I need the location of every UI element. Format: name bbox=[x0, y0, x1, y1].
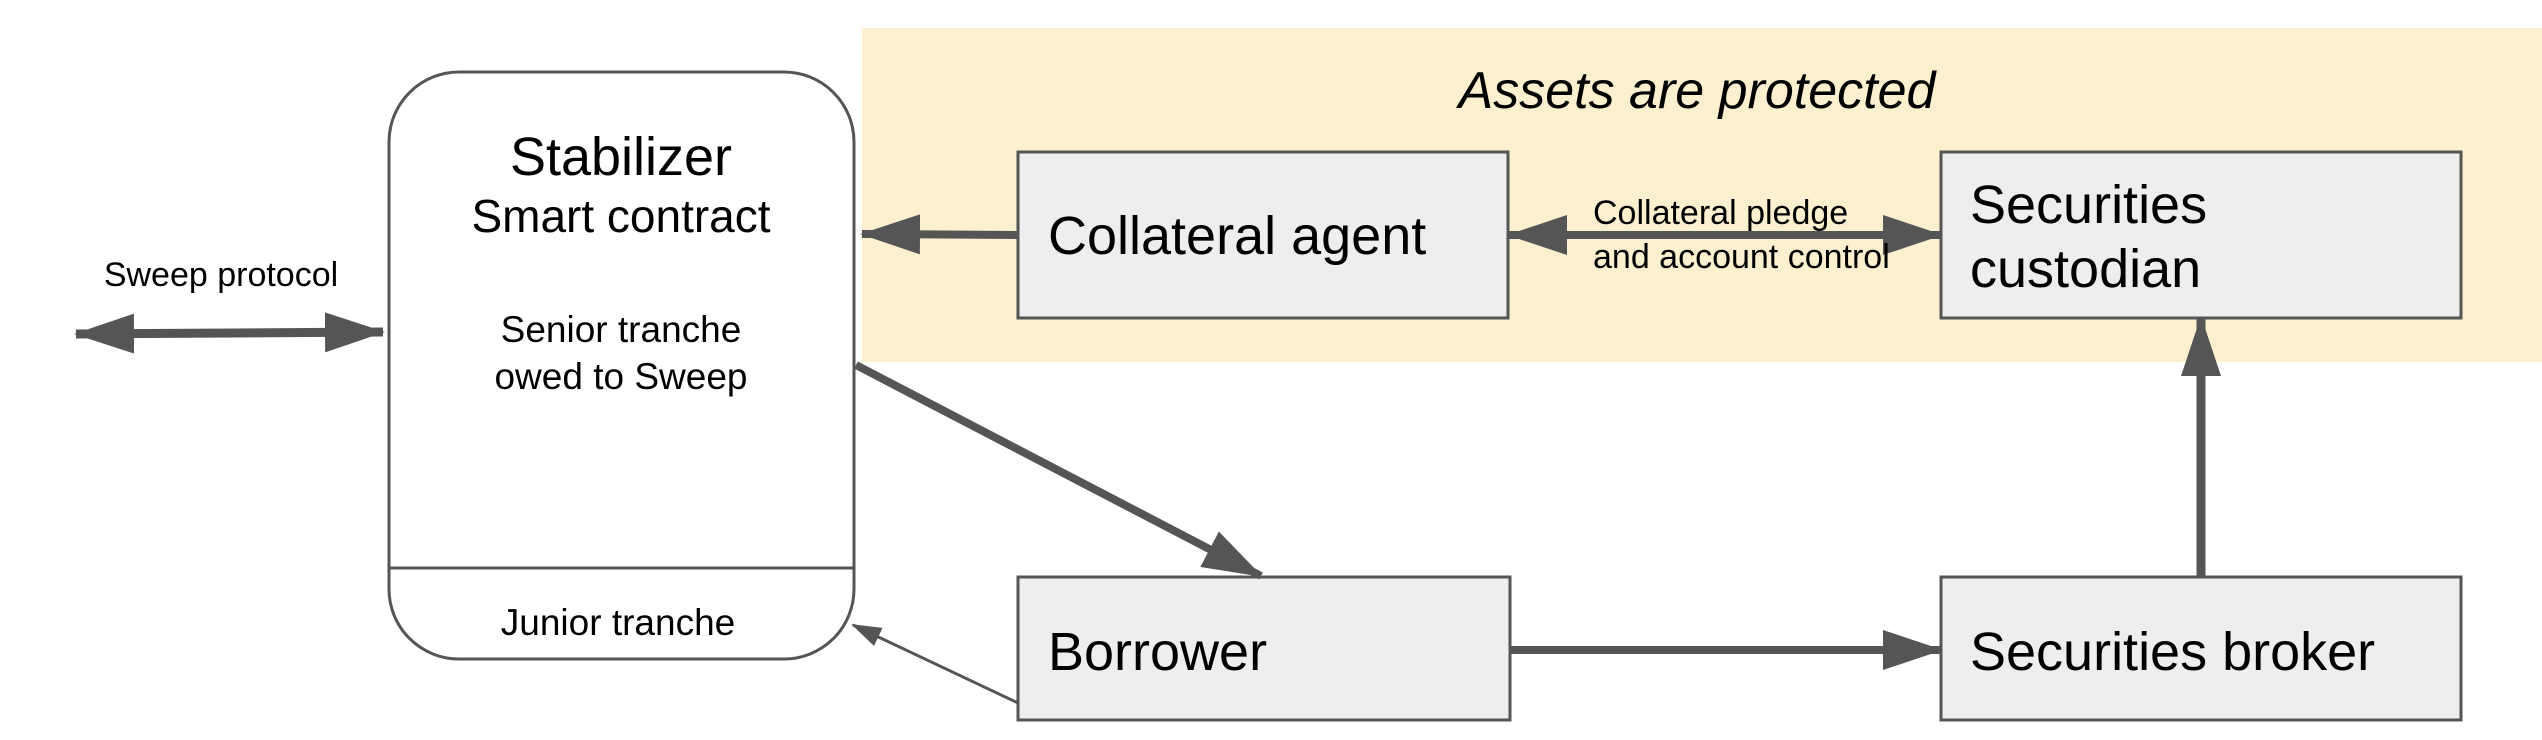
sweep-protocol-arrow bbox=[74, 312, 385, 354]
junior-tranche-label: Junior tranche bbox=[501, 602, 735, 643]
protected-zone-title: Assets are protected bbox=[1456, 62, 1938, 120]
stabilizer-title: Stabilizer bbox=[510, 127, 732, 187]
collateral-agent-label: Collateral agent bbox=[1048, 206, 1426, 266]
senior-tranche-line1: Senior tranche bbox=[501, 309, 742, 350]
stabilizer-node bbox=[387, 70, 856, 661]
agent-to-stabilizer-arrow bbox=[860, 214, 1019, 255]
securities-broker-label: Securities broker bbox=[1970, 622, 2375, 682]
securities-custodian-line2: custodian bbox=[1970, 239, 2201, 299]
securities-custodian-node bbox=[1939, 150, 2463, 320]
senior-tranche-line2: owed to Sweep bbox=[494, 356, 747, 397]
securities-custodian-line1: Securities bbox=[1970, 175, 2207, 235]
pledge-label-line2: and account control bbox=[1593, 238, 1890, 276]
stabilizer-subtitle: Smart contract bbox=[471, 190, 770, 242]
stabilizer-to-borrower-arrow bbox=[854, 361, 1263, 580]
sweep-protocol-label: Sweep protocol bbox=[104, 256, 338, 294]
borrower-to-junior-arrow bbox=[851, 623, 1019, 705]
pledge-label-line1: Collateral pledge bbox=[1593, 194, 1848, 232]
borrower-node bbox=[1016, 575, 1512, 722]
borrower-label: Borrower bbox=[1048, 622, 1267, 682]
